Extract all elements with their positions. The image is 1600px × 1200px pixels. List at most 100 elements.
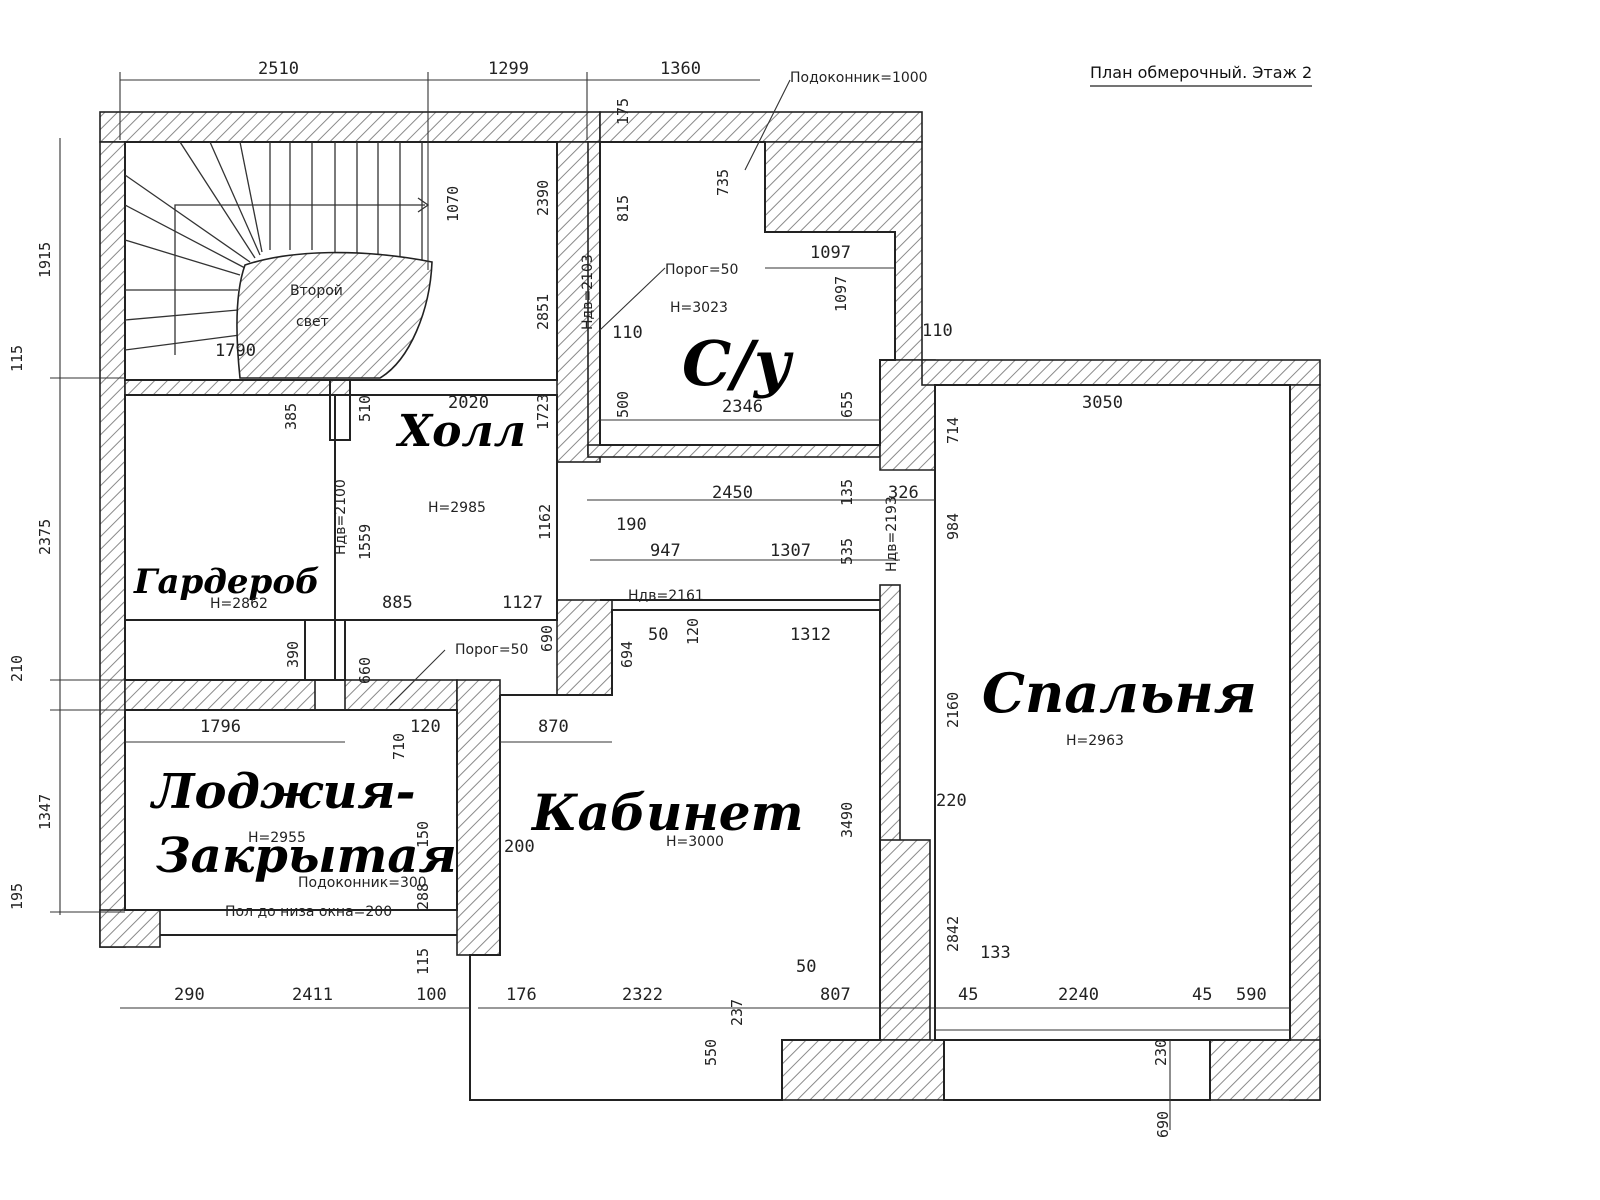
dim-510: 510 bbox=[356, 395, 374, 422]
dim-326: 326 bbox=[888, 483, 919, 503]
dim-1347: 1347 bbox=[36, 794, 54, 830]
room-label-loggia-line2: Закрытая bbox=[156, 828, 457, 884]
dim-45a: 45 bbox=[958, 985, 978, 1005]
dim-120b: 120 bbox=[410, 717, 441, 737]
dim-735: 735 bbox=[714, 169, 732, 196]
dim-690: 690 bbox=[538, 625, 556, 652]
plan-title: План обмерочный. Этаж 2 bbox=[1090, 63, 1312, 82]
dim-815: 815 bbox=[614, 195, 632, 222]
dimension-labels: 2510 1299 1360 1097 1790 110 110 2020 23… bbox=[174, 59, 1267, 1005]
dim-714: 714 bbox=[944, 417, 962, 444]
dim-133: 133 bbox=[980, 943, 1011, 963]
dim-655: 655 bbox=[838, 391, 856, 418]
dim-1097a: 1097 bbox=[810, 243, 851, 263]
dim-45b: 45 bbox=[1192, 985, 1212, 1005]
dim-100: 100 bbox=[416, 985, 447, 1005]
dim-710: 710 bbox=[390, 733, 408, 760]
dim-2450: 2450 bbox=[712, 483, 753, 503]
height-wc: H=3023 bbox=[670, 300, 728, 316]
height-wardrobe: H=2862 bbox=[210, 596, 268, 612]
dim-210: 210 bbox=[8, 655, 26, 682]
dim-1307: 1307 bbox=[770, 541, 811, 561]
dim-2510: 2510 bbox=[258, 59, 299, 79]
dim-2322: 2322 bbox=[622, 985, 663, 1005]
dimension-lines bbox=[50, 72, 1290, 1130]
dim-550: 550 bbox=[702, 1039, 720, 1066]
note-pod-200: Пол до низа окна=200 bbox=[225, 904, 392, 920]
note-porog-wc: Порог=50 bbox=[665, 262, 738, 278]
dim-1127: 1127 bbox=[502, 593, 543, 613]
second-light-void bbox=[236, 251, 433, 379]
note-pod-300: Подоконник=300 bbox=[298, 875, 427, 891]
dim-135: 135 bbox=[838, 479, 856, 506]
dim-230: 230 bbox=[1152, 1039, 1170, 1066]
dim-1299: 1299 bbox=[488, 59, 529, 79]
note-podokonnik-1000: Подоконник=1000 bbox=[790, 70, 928, 86]
dim-1162: 1162 bbox=[536, 504, 554, 540]
dim-1312: 1312 bbox=[790, 625, 831, 645]
dim-2375: 2375 bbox=[36, 519, 54, 555]
height-loggia: H=2955 bbox=[248, 830, 306, 846]
dim-535: 535 bbox=[838, 538, 856, 565]
dim-200: 200 bbox=[504, 837, 535, 857]
dim-500: 500 bbox=[614, 391, 632, 418]
dim-2240: 2240 bbox=[1058, 985, 1099, 1005]
note-hdv-2161: Hдв=2161 bbox=[628, 588, 704, 604]
dim-290: 290 bbox=[174, 985, 205, 1005]
walls bbox=[99, 111, 1321, 1101]
dim-237: 237 bbox=[728, 999, 746, 1026]
dim-870: 870 bbox=[538, 717, 569, 737]
dim-590: 590 bbox=[1236, 985, 1267, 1005]
room-label-loggia-line1: Лоджия- bbox=[149, 764, 416, 820]
room-label-bedroom: Спальня bbox=[982, 661, 1257, 725]
note-hdv-2103: Hдв=2103 bbox=[580, 254, 596, 330]
dim-1070: 1070 bbox=[444, 186, 462, 222]
dim-195: 195 bbox=[8, 883, 26, 910]
dim-110b: 110 bbox=[612, 323, 643, 343]
height-bedroom: H=2963 bbox=[1066, 733, 1124, 749]
dim-50a: 50 bbox=[648, 625, 668, 645]
dim-1796: 1796 bbox=[200, 717, 241, 737]
height-study: H=3000 bbox=[666, 834, 724, 850]
dim-1790: 1790 bbox=[215, 341, 256, 361]
dim-175: 175 bbox=[614, 98, 632, 125]
note-hdv-2100: Hдв=2100 bbox=[333, 479, 349, 555]
note-svet: свет bbox=[296, 314, 329, 330]
dim-2390: 2390 bbox=[534, 180, 552, 216]
dim-3050: 3050 bbox=[1082, 393, 1123, 413]
note-vtoroy: Второй bbox=[290, 283, 343, 299]
dim-1097b: 1097 bbox=[832, 276, 850, 312]
dim-50b: 50 bbox=[796, 957, 816, 977]
dim-110a: 110 bbox=[922, 321, 953, 341]
dim-176: 176 bbox=[506, 985, 537, 1005]
room-outlines bbox=[124, 141, 1291, 1101]
note-porog-hall: Порог=50 bbox=[455, 642, 528, 658]
dim-1559: 1559 bbox=[356, 524, 374, 560]
dimension-labels-vertical: 175 1070 2390 815 735 1097 500 655 1723 … bbox=[8, 98, 1172, 1138]
dim-2842: 2842 bbox=[944, 916, 962, 952]
dim-1723: 1723 bbox=[534, 394, 552, 430]
dim-694: 694 bbox=[618, 641, 636, 668]
room-label-hall: Холл bbox=[395, 406, 526, 457]
dim-660: 660 bbox=[356, 657, 374, 684]
room-label-study: Кабинет bbox=[530, 783, 804, 842]
dim-2160: 2160 bbox=[944, 692, 962, 728]
room-label-wardrobe: Гардероб bbox=[133, 562, 320, 602]
dim-2346: 2346 bbox=[722, 397, 763, 417]
note-hdv-2193: Hдв=2193 bbox=[884, 496, 900, 572]
dim-984: 984 bbox=[944, 513, 962, 540]
dim-220: 220 bbox=[936, 791, 967, 811]
dim-115: 115 bbox=[8, 345, 26, 372]
dim-390: 390 bbox=[284, 641, 302, 668]
dim-115a: 115 bbox=[414, 948, 432, 975]
dim-3490: 3490 bbox=[838, 802, 856, 838]
dim-2851: 2851 bbox=[534, 294, 552, 330]
dim-385: 385 bbox=[282, 403, 300, 430]
dim-288: 288 bbox=[414, 883, 432, 910]
dim-2020: 2020 bbox=[448, 393, 489, 413]
room-label-wc: С/у bbox=[682, 327, 794, 400]
dim-1915: 1915 bbox=[36, 242, 54, 278]
dim-885: 885 bbox=[382, 593, 413, 613]
dim-2411: 2411 bbox=[292, 985, 333, 1005]
